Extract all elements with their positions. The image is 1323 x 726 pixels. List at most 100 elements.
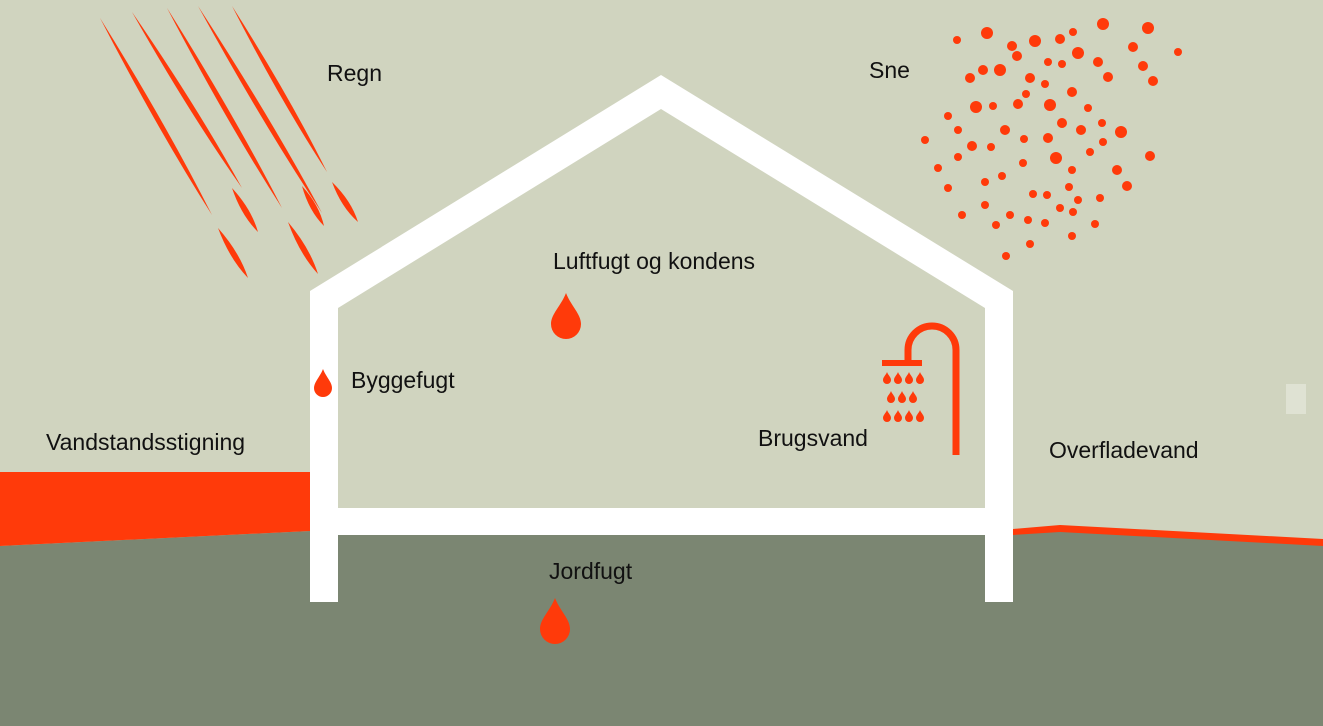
rain-streak xyxy=(167,8,282,208)
snowflake xyxy=(965,73,975,83)
water-table-band xyxy=(0,472,310,546)
snowflake xyxy=(1122,181,1132,191)
snowflake xyxy=(954,153,962,161)
snowflake xyxy=(1145,151,1155,161)
faint-marker xyxy=(1286,384,1306,414)
snowflake xyxy=(1055,34,1065,44)
house-walls-roof xyxy=(310,75,1013,602)
shower-droplet xyxy=(894,410,902,422)
shower-droplet xyxy=(883,410,891,422)
snowflake xyxy=(1098,119,1106,127)
rain-streak xyxy=(100,18,212,215)
snowflakes-icon xyxy=(921,18,1182,260)
snowflake xyxy=(934,164,942,172)
snowflake xyxy=(1044,99,1056,111)
label-tap-water: Brugsvand xyxy=(758,425,868,451)
snowflake xyxy=(1093,57,1103,67)
snowflake xyxy=(1025,73,1035,83)
snowflake xyxy=(992,221,1000,229)
snowflake xyxy=(967,141,977,151)
snowflake xyxy=(1103,72,1113,82)
label-rain: Regn xyxy=(327,60,382,86)
snowflake xyxy=(1128,42,1138,52)
snowflake xyxy=(1174,48,1182,56)
snowflake xyxy=(953,36,961,44)
snowflake xyxy=(1065,183,1073,191)
water-drop-icon xyxy=(314,369,332,397)
label-ground-moisture: Jordfugt xyxy=(549,558,633,584)
snowflake xyxy=(1069,208,1077,216)
shower-icon xyxy=(882,322,960,455)
snowflake xyxy=(1067,87,1077,97)
snowflake xyxy=(1006,211,1014,219)
snowflake xyxy=(958,211,966,219)
shower-droplet xyxy=(909,391,917,403)
surface-water-line xyxy=(1013,525,1323,546)
snowflake xyxy=(1012,51,1022,61)
snowflake xyxy=(921,136,929,144)
snowflake xyxy=(1041,80,1049,88)
snowflake xyxy=(1069,28,1077,36)
snowflake xyxy=(1112,165,1122,175)
snowflake xyxy=(944,184,952,192)
snowflake xyxy=(1013,99,1023,109)
snowflake xyxy=(1068,166,1076,174)
snowflake xyxy=(1138,61,1148,71)
snowflake xyxy=(944,112,952,120)
snowflake xyxy=(1029,35,1041,47)
snowflake xyxy=(1074,196,1082,204)
shower-droplet xyxy=(894,372,902,384)
snowflake xyxy=(1026,240,1034,248)
rain-streak xyxy=(232,6,327,172)
snowflake xyxy=(998,172,1006,180)
snowflake xyxy=(1022,90,1030,98)
rain-streak xyxy=(288,222,318,274)
shower-head xyxy=(882,360,922,366)
label-snow: Sne xyxy=(869,57,910,83)
snowflake xyxy=(1084,104,1092,112)
label-air-moisture: Luftfugt og kondens xyxy=(553,248,756,274)
rain-streak xyxy=(332,182,358,222)
snowflake xyxy=(1072,47,1084,59)
snowflake xyxy=(1057,118,1067,128)
rain-streak xyxy=(302,186,324,226)
snowflake xyxy=(987,143,995,151)
snowflake xyxy=(1024,216,1032,224)
snowflake xyxy=(1091,220,1099,228)
shower-droplet xyxy=(905,372,913,384)
snowflake xyxy=(1068,232,1076,240)
water-drop-icon xyxy=(540,598,570,644)
shower-droplet xyxy=(898,391,906,403)
snowflake xyxy=(994,64,1006,76)
snowflake xyxy=(1097,18,1109,30)
rain-streak xyxy=(218,228,248,278)
label-surface-water: Overfladevand xyxy=(1049,437,1199,463)
snowflake xyxy=(970,101,982,113)
snowflake xyxy=(1020,135,1028,143)
snowflake xyxy=(981,178,989,186)
rain-streak xyxy=(132,12,242,188)
label-construction-moisture: Byggefugt xyxy=(351,367,455,393)
snowflake xyxy=(1115,126,1127,138)
snowflake xyxy=(1058,60,1066,68)
rain-streak xyxy=(232,188,258,232)
rain-streaks-icon xyxy=(100,6,358,278)
snowflake xyxy=(1000,125,1010,135)
house xyxy=(310,75,1013,602)
shower-droplet xyxy=(887,391,895,403)
house-floor xyxy=(338,508,985,535)
snowflake xyxy=(1019,159,1027,167)
snowflake xyxy=(1007,41,1017,51)
snowflake xyxy=(1043,133,1053,143)
snowflake xyxy=(981,27,993,39)
snowflake xyxy=(981,201,989,209)
ground xyxy=(0,527,1323,726)
snowflake xyxy=(1148,76,1158,86)
snowflake xyxy=(1041,219,1049,227)
snowflake xyxy=(1099,138,1107,146)
water-drop-icon xyxy=(551,293,581,339)
snowflake xyxy=(1029,190,1037,198)
snowflake xyxy=(989,102,997,110)
snowflake xyxy=(1044,58,1052,66)
